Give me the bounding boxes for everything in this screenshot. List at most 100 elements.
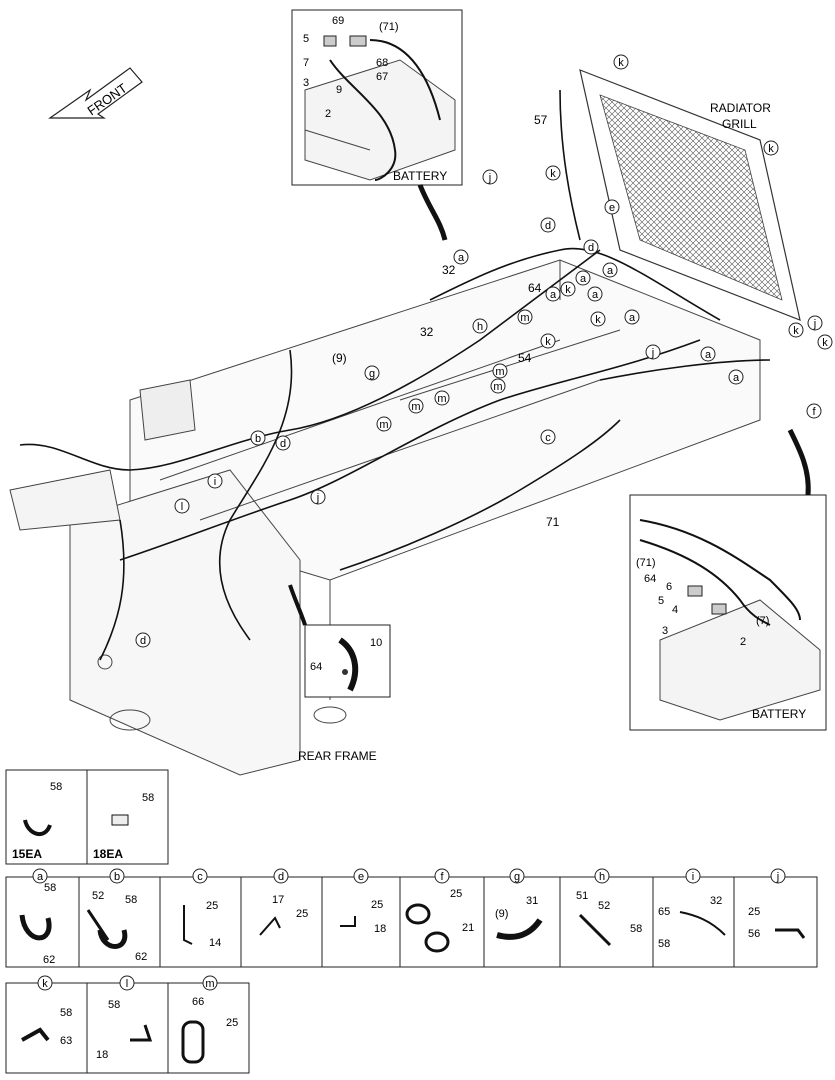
svg-text:(71): (71): [636, 557, 656, 569]
svg-text:m: m: [493, 381, 502, 393]
svg-text:5: 5: [658, 595, 664, 607]
callout-j: j: [807, 315, 823, 331]
front-arrow: FRONT: [48, 67, 143, 119]
callout-g: g: [364, 365, 380, 381]
svg-text:58: 58: [630, 923, 642, 935]
svg-text:k: k: [550, 168, 556, 180]
part-32-a: 32: [442, 263, 456, 277]
svg-text:d: d: [140, 635, 146, 647]
callout-k: k: [817, 334, 833, 350]
svg-text:67: 67: [376, 71, 388, 83]
part-57: 57: [534, 113, 548, 127]
clamp-part-64: 64: [310, 661, 322, 673]
callout-h: h: [472, 318, 488, 334]
radiator-label: RADIATOR: [710, 101, 771, 115]
callout-k: k: [613, 54, 629, 70]
callout-a: a: [545, 286, 561, 302]
svg-text:6: 6: [666, 581, 672, 593]
callout-a: a: [602, 262, 618, 278]
svg-text:a: a: [592, 289, 599, 301]
svg-text:69: 69: [332, 15, 344, 27]
svg-text:18: 18: [374, 923, 386, 935]
callout-i: i: [207, 473, 223, 489]
svg-text:14: 14: [209, 937, 221, 949]
callout-a: a: [728, 369, 744, 385]
svg-text:b: b: [114, 871, 120, 883]
main-part-labels: 57 32 32 64 54 (9) 71: [332, 113, 560, 529]
callout-j: j: [482, 169, 498, 185]
part-32-b: 32: [420, 325, 434, 339]
rear-frame-label: REAR FRAME: [298, 749, 377, 763]
svg-text:a: a: [580, 273, 587, 285]
callout-a: a: [575, 270, 591, 286]
svg-text:58: 58: [50, 781, 62, 793]
svg-text:c: c: [197, 871, 203, 883]
svg-text:5: 5: [303, 33, 309, 45]
wire-harness: [19, 89, 771, 661]
callout-m: m: [490, 378, 506, 394]
svg-text:64: 64: [644, 573, 656, 585]
svg-text:k: k: [768, 143, 774, 155]
callout-l: l: [174, 498, 190, 514]
svg-text:56: 56: [748, 928, 760, 940]
svg-text:a: a: [607, 265, 614, 277]
callout-m: m: [492, 363, 508, 379]
svg-text:i: i: [214, 476, 216, 488]
clamp-inset: 10 64: [288, 584, 391, 698]
callout-k: k: [545, 165, 561, 181]
svg-text:58: 58: [44, 882, 56, 894]
battery-right-label: BATTERY: [752, 707, 806, 721]
radiator-grill: RADIATOR GRILL: [579, 69, 801, 321]
svg-text:4: 4: [672, 604, 678, 616]
svg-text:62: 62: [135, 951, 147, 963]
svg-text:58: 58: [108, 999, 120, 1011]
svg-text:d: d: [280, 438, 286, 450]
svg-text:a: a: [705, 349, 712, 361]
svg-text:(7): (7): [756, 615, 769, 627]
svg-text:58: 58: [142, 792, 154, 804]
battery-top-parts: 5 7 3 2 9 69 (71) 68 67: [303, 15, 399, 120]
callout-k: k: [560, 281, 576, 297]
svg-text:(71): (71): [379, 21, 399, 33]
svg-text:a: a: [458, 252, 465, 264]
part-9: (9): [332, 351, 347, 365]
callout-c: c: [540, 429, 556, 445]
svg-text:9: 9: [336, 84, 342, 96]
svg-text:m: m: [379, 419, 388, 431]
svg-text:m: m: [411, 401, 420, 413]
part-64: 64: [528, 281, 542, 295]
callout-j: j: [645, 344, 661, 360]
part-54: 54: [518, 351, 532, 365]
svg-text:63: 63: [60, 1035, 72, 1047]
callout-k: k: [540, 333, 556, 349]
svg-text:31: 31: [526, 895, 538, 907]
svg-text:58: 58: [658, 938, 670, 950]
svg-text:f: f: [812, 406, 816, 418]
battery-right-parts: (71) 64 6 5 4 3 2 (7): [636, 557, 769, 648]
svg-text:a: a: [550, 289, 557, 301]
svg-text:b: b: [255, 433, 261, 445]
svg-text:j: j: [488, 172, 491, 184]
svg-text:m: m: [205, 978, 214, 990]
svg-text:25: 25: [206, 900, 218, 912]
svg-text:g: g: [369, 368, 375, 380]
battery-inset-right: (71) 64 6 5 4 3 2 (7) BATTERY: [629, 428, 827, 731]
svg-text:51: 51: [576, 890, 588, 902]
svg-text:52: 52: [598, 900, 610, 912]
callout-b: b: [250, 430, 266, 446]
svg-text:66: 66: [192, 996, 204, 1008]
svg-text:j: j: [651, 347, 654, 359]
svg-text:h: h: [477, 321, 483, 333]
callout-k: k: [788, 322, 804, 338]
svg-text:17: 17: [272, 894, 284, 906]
svg-text:k: k: [822, 337, 828, 349]
detail-row-1: a 58 62 b 52 58 62 c 25 14 d 17 25 e 25 …: [5, 868, 818, 968]
callout-e: e: [604, 199, 620, 215]
callout-d: d: [540, 217, 556, 233]
svg-text:d: d: [588, 242, 594, 254]
svg-text:j: j: [813, 318, 816, 330]
callout-k: k: [763, 140, 779, 156]
detail-row-2: k 58 63 l 58 18 m 66 25: [5, 975, 250, 1074]
svg-text:k: k: [42, 978, 48, 990]
